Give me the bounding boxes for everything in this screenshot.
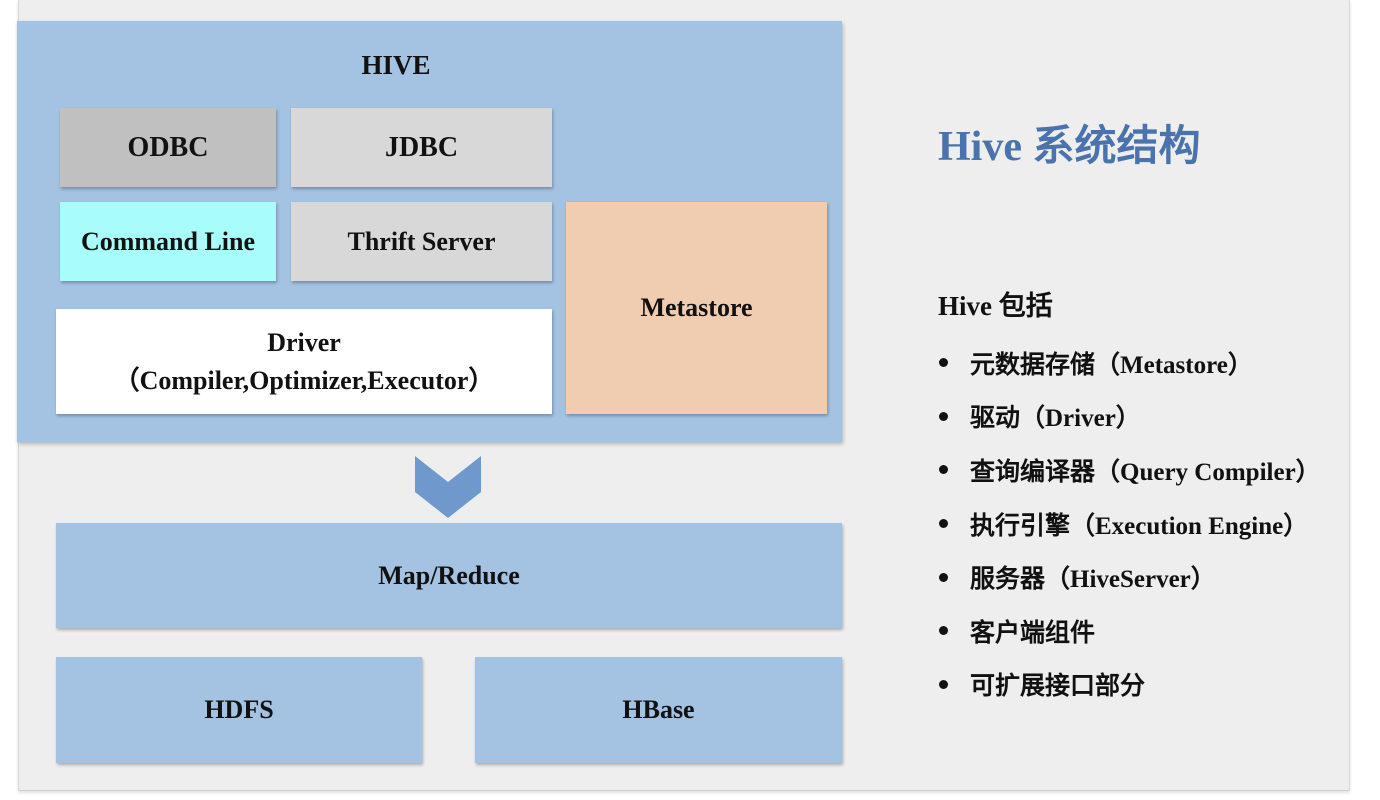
bullet-icon — [939, 519, 948, 529]
jdbc-label: JDBC — [384, 131, 459, 163]
bullet-icon — [939, 358, 948, 368]
jdbc-box: JDBC — [291, 108, 552, 187]
list-item: 客户端组件 — [936, 604, 1321, 658]
panel-title: Hive 系统结构 — [938, 124, 1201, 170]
bullet-icon — [939, 679, 948, 689]
list-item: 服务器（HiveServer） — [936, 550, 1321, 604]
odbc-label: ODBC — [127, 131, 209, 163]
hdfs-label: HDFS — [204, 695, 274, 724]
map-reduce-box: Map/Reduce — [56, 523, 842, 628]
bullet-icon — [939, 572, 948, 582]
hive-title: HIVE — [361, 50, 431, 80]
bullet-icon — [939, 465, 948, 475]
panel-subhead: Hive 包括 — [938, 291, 1053, 321]
component-list: 元数据存储（Metastore） 驱动（Driver） 查询编译器（Query … — [936, 336, 1321, 711]
map-reduce-label: Map/Reduce — [378, 560, 520, 590]
driver-subtitle: （Compiler,Optimizer,Executor） — [113, 365, 495, 395]
thrift-server-box: Thrift Server — [291, 202, 552, 281]
hdfs-box: HDFS — [56, 657, 422, 763]
bullet-icon — [939, 626, 948, 636]
list-item: 查询编译器（Query Compiler） — [936, 443, 1321, 497]
driver-box: Driver （Compiler,Optimizer,Executor） — [56, 309, 552, 414]
driver-title: Driver — [267, 327, 341, 357]
odbc-box: ODBC — [60, 108, 276, 187]
list-item: 元数据存储（Metastore） — [936, 336, 1321, 390]
list-item: 可扩展接口部分 — [936, 658, 1321, 712]
thrift-server-label: Thrift Server — [347, 226, 496, 256]
bullet-icon — [939, 411, 948, 421]
hbase-label: HBase — [622, 695, 695, 724]
command-line-box: Command Line — [60, 202, 276, 281]
chevron-down-arrow-icon — [415, 456, 481, 518]
command-line-label: Command Line — [80, 226, 256, 256]
hbase-box: HBase — [475, 657, 842, 763]
list-item: 驱动（Driver） — [936, 390, 1321, 444]
list-item: 执行引擎（Execution Engine） — [936, 497, 1321, 551]
metastore-label: Metastore — [640, 293, 753, 322]
metastore-box: Metastore — [566, 202, 827, 414]
